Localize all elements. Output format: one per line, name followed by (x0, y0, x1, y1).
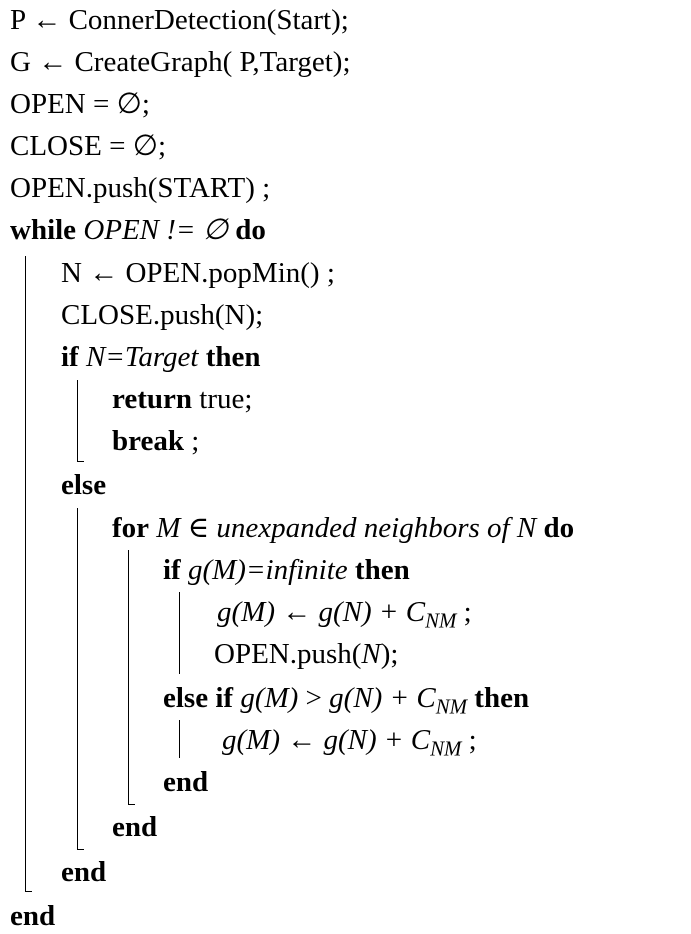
keyword-return: return (112, 383, 193, 415)
left-arrow-symbol: ← (89, 257, 119, 289)
keyword-then: then (354, 554, 410, 586)
statement-text: CLOSE.push(N); (61, 299, 264, 331)
call-suffix: ); (380, 638, 399, 670)
statement-text: OPEN = ∅; (10, 88, 150, 120)
line-20: end (112, 809, 157, 845)
if-condition: g(M)=infinite (187, 554, 348, 586)
left-arrow-symbol: ← (282, 596, 312, 628)
if-then-scope-bar (77, 380, 78, 462)
statement-text: CLOSE = ∅; (10, 130, 167, 162)
assign-value: OPEN.popMin() ; (125, 257, 335, 289)
keyword-then: then (205, 341, 261, 373)
line-14: if g(M)=infinite then (163, 552, 410, 588)
keyword-else: else (61, 469, 107, 501)
keyword-end: end (61, 856, 107, 888)
assign-value: ConnerDetection(Start); (68, 4, 349, 36)
keyword-do: do (543, 512, 575, 544)
keyword-while: while (10, 214, 77, 246)
line-1: P ← ConnerDetection(Start); (10, 2, 349, 38)
line-17: else if g(M) > g(N) + CNM then (163, 680, 530, 719)
line-19: end (163, 764, 208, 800)
left-arrow-symbol: ← (287, 724, 317, 756)
assign-target: g(M) (217, 596, 275, 628)
line-16: OPEN.push(N); (214, 636, 398, 672)
keyword-end: end (163, 766, 209, 798)
else-scope-bar (77, 508, 78, 850)
compare-left: g(M) (240, 682, 299, 714)
line-15: g(M) ← g(N) + CNM ; (217, 594, 472, 633)
assign-value: CreateGraph( P,Target); (74, 46, 351, 78)
call-prefix: OPEN.push( (214, 638, 362, 670)
line-2: G ← CreateGraph( P,Target); (10, 44, 351, 80)
if-then-scope-hook (77, 461, 84, 462)
line-12: else (61, 467, 106, 503)
keyword-end: end (112, 811, 158, 843)
while-scope-bar (25, 256, 26, 892)
else-if-scope-bar (179, 720, 180, 758)
keyword-break: break (112, 425, 184, 457)
line-9: if N=Target then (61, 339, 261, 375)
keyword-for: for (112, 512, 150, 544)
statement-terminator: ; (468, 724, 477, 756)
return-value: true; (199, 383, 253, 415)
loop-condition: OPEN != ∅ (83, 214, 229, 246)
cost-subscript: NM (430, 736, 462, 761)
keyword-end: end (10, 900, 56, 932)
element-of-symbol: ∈ (187, 512, 210, 544)
line-3: OPEN = ∅; (10, 86, 150, 122)
else-scope-hook (77, 849, 84, 850)
assign-target: N (61, 257, 82, 289)
keyword-do: do (235, 214, 266, 246)
line-10: return true; (112, 381, 252, 417)
loop-set: unexpanded neighbors of (216, 512, 510, 544)
assign-value: g(N) + C (323, 724, 431, 756)
line-21: end (61, 854, 106, 890)
greater-than-symbol: > (305, 682, 322, 714)
line-5: OPEN.push(START) ; (10, 170, 270, 206)
inner-if-scope-bar (179, 592, 180, 674)
line-18: g(M) ← g(N) + CNM ; (222, 722, 477, 761)
keyword-if: if (163, 554, 181, 586)
assign-target: P (10, 4, 26, 36)
compare-right: g(N) + C (329, 682, 436, 714)
line-6: while OPEN != ∅ do (10, 212, 266, 248)
assign-target: g(M) (222, 724, 280, 756)
for-scope-hook (128, 804, 135, 805)
cost-subscript: NM (425, 608, 457, 633)
line-4: CLOSE = ∅; (10, 128, 166, 164)
loop-node: N (516, 512, 537, 544)
line-13: for M ∈ unexpanded neighbors of N do (112, 510, 574, 546)
statement-terminator: ; (463, 596, 472, 628)
for-scope-bar (128, 550, 129, 805)
keyword-if: if (61, 341, 79, 373)
left-arrow-symbol: ← (32, 4, 62, 36)
statement-text: OPEN.push(START) ; (10, 172, 271, 204)
left-arrow-symbol: ← (38, 46, 68, 78)
cost-subscript: NM (435, 694, 468, 719)
assign-target: G (10, 46, 31, 78)
line-22: end (10, 898, 55, 934)
keyword-then: then (474, 682, 530, 714)
line-8: CLOSE.push(N); (61, 297, 263, 333)
while-scope-hook (25, 891, 32, 892)
assign-value: g(N) + C (318, 596, 426, 628)
statement-terminator: ; (191, 425, 200, 457)
if-condition: N=Target (85, 341, 199, 373)
keyword-else-if: else if (163, 682, 234, 714)
line-11: break ; (112, 423, 199, 459)
call-argument: N (361, 638, 381, 670)
line-7: N ← OPEN.popMin() ; (61, 255, 335, 291)
loop-variable: M (156, 512, 181, 544)
